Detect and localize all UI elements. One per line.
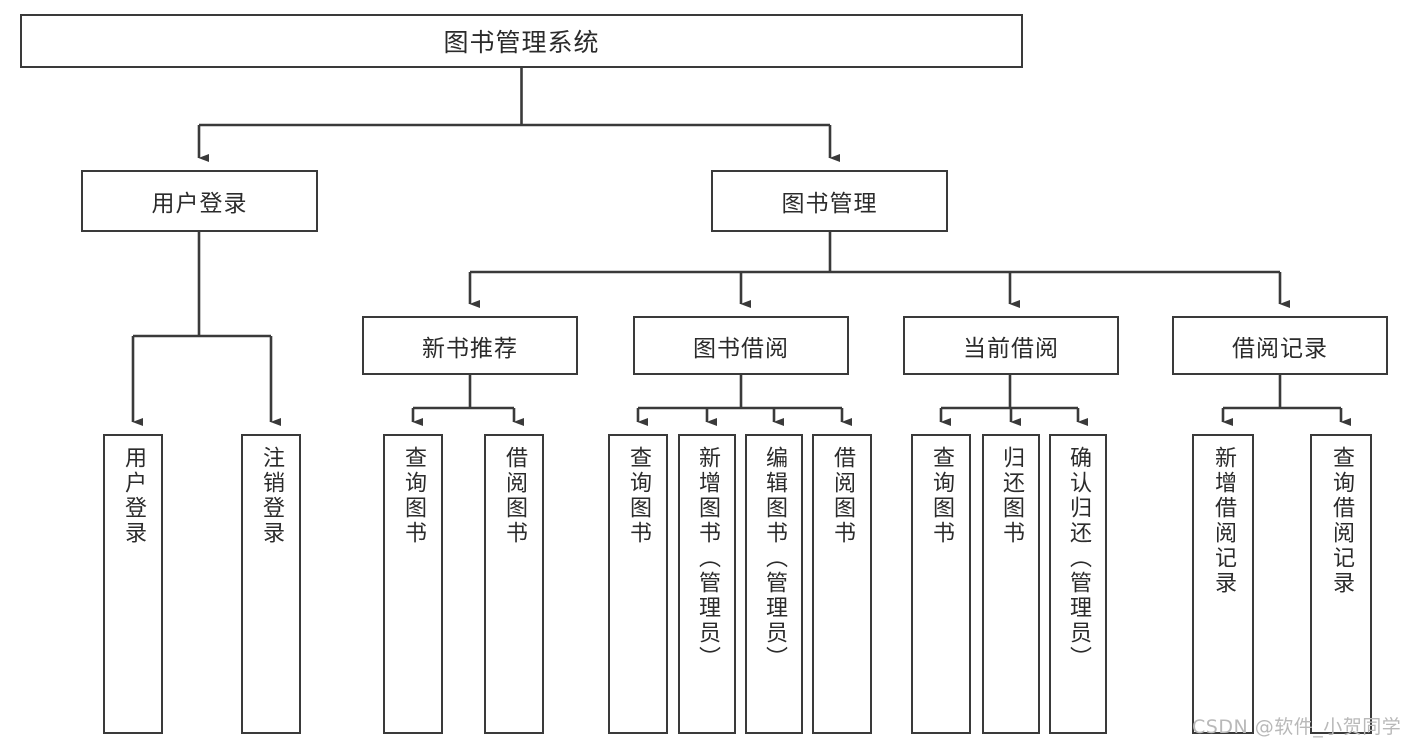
node-label: 编辑图书（管理员） [762, 446, 787, 671]
node-label: 归还图书 [999, 446, 1024, 546]
node-leaf-query-borrow-record[interactable]: 查询借阅记录 [1310, 434, 1372, 734]
node-label: 查询借阅记录 [1329, 446, 1354, 596]
node-leaf-add-borrow-record[interactable]: 新增借阅记录 [1192, 434, 1254, 734]
node-label: 查询图书 [401, 446, 426, 546]
node-borrow-record[interactable]: 借阅记录 [1172, 316, 1388, 375]
node-current-borrow[interactable]: 当前借阅 [903, 316, 1119, 375]
node-leaf-query-book-current[interactable]: 查询图书 [911, 434, 971, 734]
node-label: 借阅记录 [1232, 335, 1328, 362]
node-leaf-query-book-new[interactable]: 查询图书 [383, 434, 443, 734]
node-label: 新增借阅记录 [1211, 446, 1236, 596]
node-label: 查询图书 [929, 446, 954, 546]
node-user-login[interactable]: 用户登录 [81, 170, 318, 232]
node-leaf-return-book[interactable]: 归还图书 [982, 434, 1040, 734]
node-label: 图书借阅 [693, 335, 789, 362]
csdn-watermark: CSDN @软件_小贺同学 [1192, 716, 1402, 738]
node-leaf-user-login[interactable]: 用户登录 [103, 434, 163, 734]
node-leaf-confirm-return-admin[interactable]: 确认归还（管理员） [1049, 434, 1107, 734]
node-label: 新书推荐 [422, 335, 518, 362]
node-root-system[interactable]: 图书管理系统 [20, 14, 1023, 68]
node-leaf-add-book-admin[interactable]: 新增图书（管理员） [678, 434, 736, 734]
node-leaf-edit-book-admin[interactable]: 编辑图书（管理员） [745, 434, 803, 734]
node-new-book-recommend[interactable]: 新书推荐 [362, 316, 578, 375]
node-label: 图书管理 [781, 191, 878, 217]
node-label: 借阅图书 [830, 446, 855, 546]
node-label: 查询图书 [626, 446, 651, 546]
node-label: 当前借阅 [963, 335, 1059, 362]
node-leaf-logout[interactable]: 注销登录 [241, 434, 301, 734]
node-label: 用户登录 [151, 191, 248, 217]
node-leaf-borrow-book[interactable]: 借阅图书 [812, 434, 872, 734]
node-label: 图书管理系统 [443, 28, 600, 57]
node-label: 新增图书（管理员） [695, 446, 720, 671]
node-leaf-borrow-book-new[interactable]: 借阅图书 [484, 434, 544, 734]
node-label: 借阅图书 [502, 446, 527, 546]
node-label: 注销登录 [259, 446, 284, 546]
node-book-borrow[interactable]: 图书借阅 [633, 316, 849, 375]
node-book-management[interactable]: 图书管理 [711, 170, 948, 232]
node-label: 确认归还（管理员） [1066, 446, 1091, 671]
node-label: 用户登录 [121, 446, 146, 546]
node-leaf-query-book-borrow[interactable]: 查询图书 [608, 434, 668, 734]
